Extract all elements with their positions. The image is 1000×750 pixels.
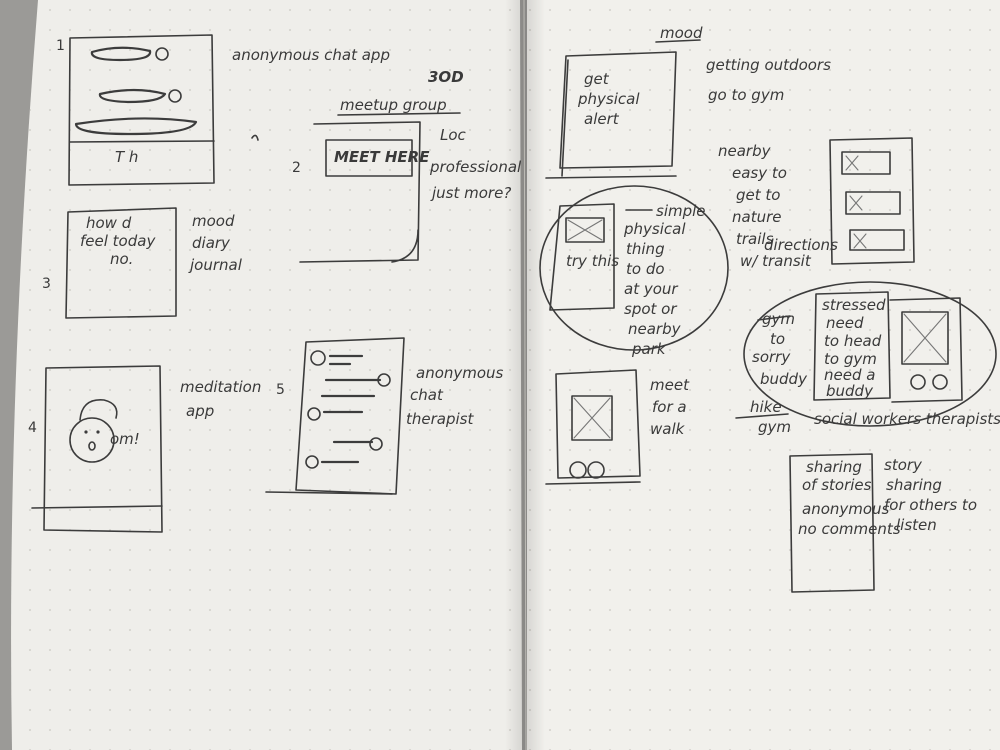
screen-line: need a: [824, 366, 875, 384]
note-line: to do: [626, 260, 665, 278]
note-line: meet: [650, 376, 690, 394]
note-line: nearby: [628, 320, 682, 338]
screen-line: alert: [584, 110, 620, 128]
sketch-nearby-trails: nearby easy to get to nature trails w/ t…: [718, 137, 915, 270]
note-line: app: [186, 402, 214, 420]
note-line: nearby: [718, 142, 772, 160]
screen-line: feel today: [80, 232, 156, 250]
note-line: go to gym: [708, 86, 784, 104]
screen-line: stressed: [822, 296, 886, 314]
note-line: at your: [624, 280, 678, 298]
sketch-number: 4: [28, 420, 37, 436]
screen-line: to head: [824, 332, 882, 350]
note-line: getting outdoors: [706, 56, 831, 74]
note-line: nature: [732, 208, 781, 226]
under-right: social workers therapists that love hiki…: [814, 410, 1000, 428]
left-line: to: [770, 330, 785, 348]
sketch-number: 3: [42, 276, 51, 292]
note-line: just more?: [430, 184, 511, 202]
screen-line: need: [826, 314, 864, 332]
note-line: trails: [736, 230, 774, 248]
notebook-pages: [11, 0, 1000, 750]
note-line: diary: [192, 234, 231, 252]
screen-line: no comments: [798, 520, 901, 538]
note-line: walk: [650, 420, 686, 438]
meet-here-button: MEET HERE: [334, 148, 430, 166]
note-line: professional: [429, 158, 522, 176]
note-line: listen: [896, 516, 937, 534]
note-line: thing: [626, 240, 665, 258]
sketch-meditation-app: 4 om! meditation app: [28, 365, 261, 533]
sketch-header: meetup group: [340, 96, 447, 114]
header-tag: 3OD: [428, 68, 464, 86]
note-line: directions: [764, 236, 838, 254]
note-line: anonymous: [416, 364, 504, 382]
note-line: therapist: [406, 410, 474, 428]
note-line: for others to: [884, 496, 977, 514]
note-line: simple: [656, 202, 706, 220]
sketch-number: 5: [276, 382, 285, 398]
under-left: gym: [758, 418, 791, 436]
face-speech: om!: [110, 430, 140, 448]
note-line: physical: [623, 220, 686, 238]
screen-line: how d: [86, 214, 132, 232]
note-line: Loc: [440, 126, 467, 144]
sketch-note: anonymous chat app: [232, 46, 390, 64]
sketch-getting-outdoors: mood get physical alert getting outdoors…: [545, 24, 831, 179]
sketch-story-sharing: sharing of stories anonymous no comments…: [789, 453, 977, 593]
left-line: gym: [762, 310, 795, 328]
note-line: chat: [410, 386, 444, 404]
note-line: w/ transit: [740, 252, 812, 270]
left-line: sorry: [752, 348, 791, 366]
screen-text: try this: [566, 252, 619, 270]
sketch-number: 2: [292, 160, 301, 176]
screen-line: no.: [110, 250, 133, 268]
note-line: get to: [736, 186, 780, 204]
note-line: spot or: [624, 300, 677, 318]
screen-line: to gym: [824, 350, 877, 368]
note-line: sharing: [886, 476, 942, 494]
note-line: mood: [192, 212, 235, 230]
sketch-anonymous-chat-app: 1 T h anonymous chat app: [56, 34, 390, 186]
sketch-mood-diary: 3 how d feel today no. mood diary journa…: [42, 207, 243, 319]
note-line: story: [884, 456, 923, 474]
screen-line: physical: [577, 90, 640, 108]
note-line: meditation: [180, 378, 261, 396]
note-line: for a: [652, 398, 687, 416]
sketch-meetup-group: 3OD meetup group 2 MEET HERE Loc profess…: [251, 68, 522, 263]
note-line: journal: [188, 256, 243, 274]
screen-line: of stories: [802, 476, 872, 494]
tab-bar-letters: T h: [115, 148, 138, 166]
screen-line: sharing: [806, 458, 862, 476]
sketch-number: 1: [56, 38, 65, 54]
left-line: buddy: [760, 370, 808, 388]
note-line: park: [631, 340, 667, 358]
sketch-gym-buddy: gym to sorry buddy stressed need to head…: [735, 281, 1000, 436]
header-tag: mood: [660, 24, 703, 42]
screen-line: anonymous: [802, 500, 890, 518]
screen-line: get: [584, 70, 610, 88]
under-left: hike: [750, 398, 782, 416]
screen-line: buddy: [826, 382, 874, 400]
sketch-simple-physical-thing: try this simple physical thing to do at …: [539, 185, 729, 358]
note-line: easy to: [732, 164, 787, 182]
sketch-meet-for-a-walk: meet for a walk: [545, 369, 690, 485]
sketch-anonymous-chat-therapist: 5 anonymous chat therapist: [265, 337, 504, 495]
